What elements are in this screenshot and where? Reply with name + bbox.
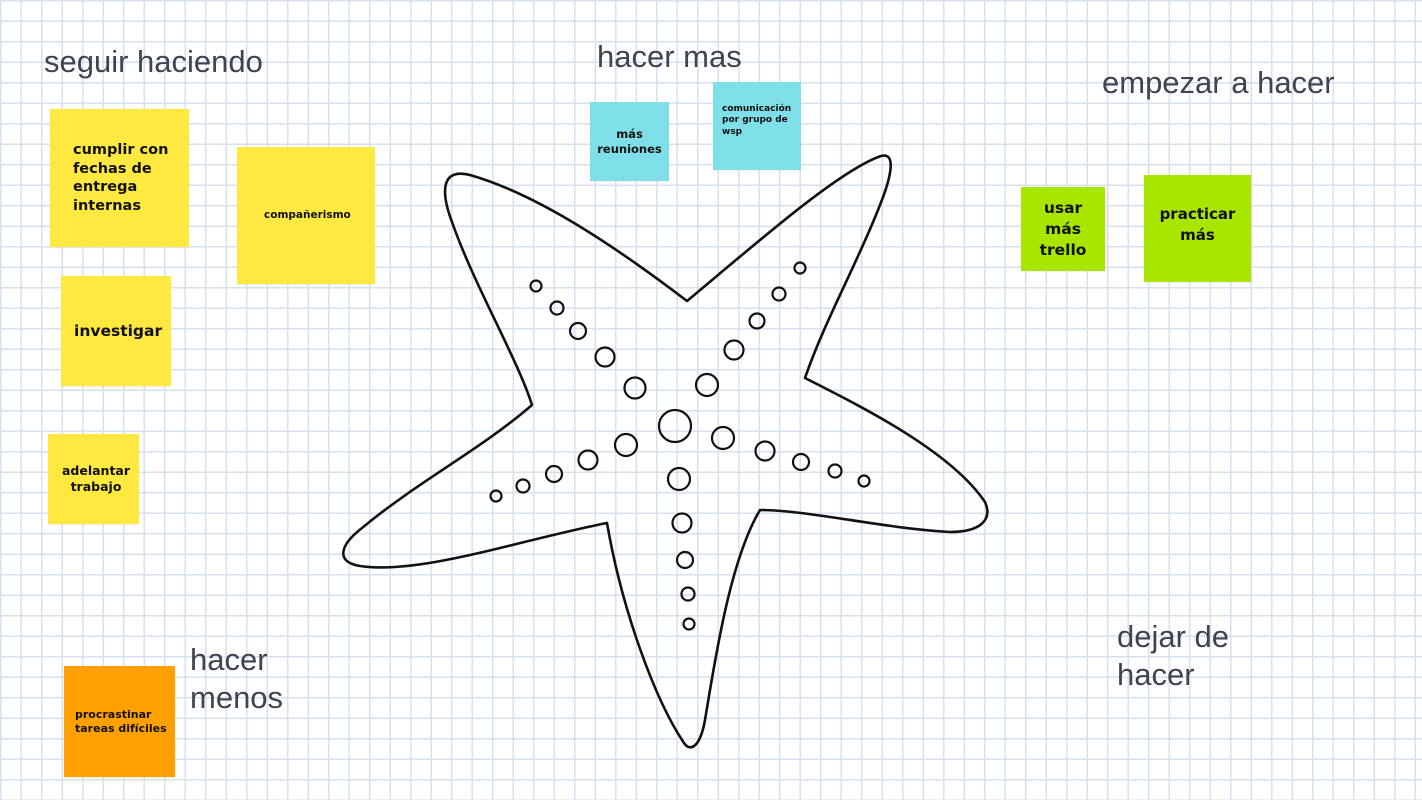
sticky-note[interactable]: usar más trello [1021,187,1105,271]
sticky-note-text: más reuniones [597,127,662,156]
sticky-note[interactable]: cumplir con fechas de entrega internas [50,109,189,247]
sticky-note-text: adelantar trabajo [61,462,131,495]
sticky-note-text: comunicación por grupo de wsp [722,103,792,137]
sticky-note[interactable]: compañerismo [237,147,375,284]
heading-keep-doing: seguir haciendo [44,44,263,79]
sticky-note-text: usar más trello [1039,198,1087,259]
sticky-note[interactable]: más reuniones [590,102,669,181]
sticky-note-text: investigar [74,321,163,340]
heading-start-doing: empezar a hacer [1102,65,1335,100]
sticky-note[interactable]: adelantar trabajo [48,434,139,524]
heading-stop-doing: dejar de hacer [1117,619,1230,692]
sticky-note-text: procrastinar tareas difíciles [75,707,167,735]
sticky-note[interactable]: practicar más [1144,175,1251,282]
sticky-note-text: cumplir con fechas de entrega internas [73,142,169,214]
sticky-note[interactable]: procrastinar tareas difíciles [64,666,175,777]
sticky-note-text: compañerismo [264,209,351,221]
sticky-note[interactable]: comunicación por grupo de wsp [713,82,801,170]
sticky-note[interactable]: investigar [61,276,171,386]
sticky-note-text: practicar más [1159,205,1236,244]
heading-do-more: hacer mas [597,39,742,74]
heading-do-less: hacer menos [190,642,284,715]
